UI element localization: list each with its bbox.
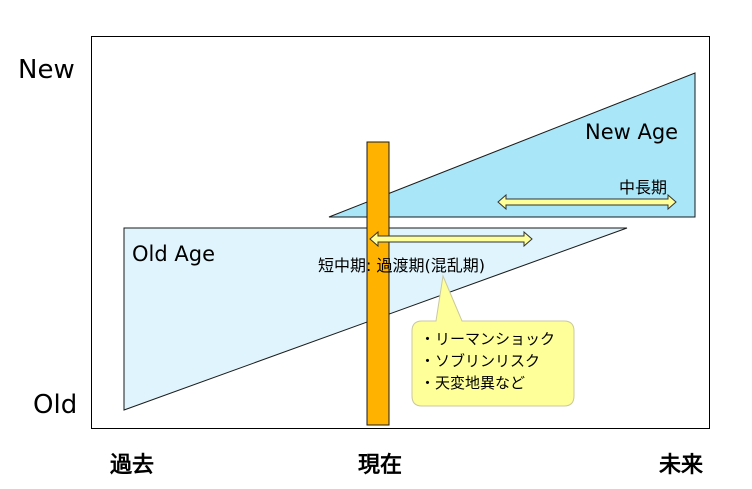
callout-item-disaster: ・天変地異など bbox=[420, 374, 526, 392]
long-term-arrow bbox=[497, 193, 677, 211]
y-axis-new-label: New bbox=[18, 55, 75, 85]
callout-bubble bbox=[411, 274, 575, 407]
x-axis-future-label: 未来 bbox=[659, 453, 704, 478]
present-bar bbox=[366, 141, 390, 426]
callout-item-lehman: ・リーマンショック bbox=[420, 330, 556, 348]
short-term-arrow bbox=[369, 230, 533, 248]
callout-item-sovereign: ・ソブリンリスク bbox=[420, 352, 541, 370]
new-age-label: New Age bbox=[585, 120, 679, 144]
long-term-label: 中長期 bbox=[619, 178, 668, 197]
new-age-triangle bbox=[328, 72, 696, 218]
y-axis-old-label: Old bbox=[33, 390, 78, 420]
x-axis-past-label: 過去 bbox=[110, 453, 155, 478]
diagram-frame bbox=[91, 36, 710, 429]
old-age-label: Old Age bbox=[132, 242, 215, 266]
callout-list: ・リーマンショック ・ソブリンリスク ・天変地異など bbox=[420, 328, 555, 394]
short-term-label: 短中期: 過渡期(混乱期) bbox=[318, 256, 485, 275]
x-axis-present-label: 現在 bbox=[358, 453, 403, 478]
